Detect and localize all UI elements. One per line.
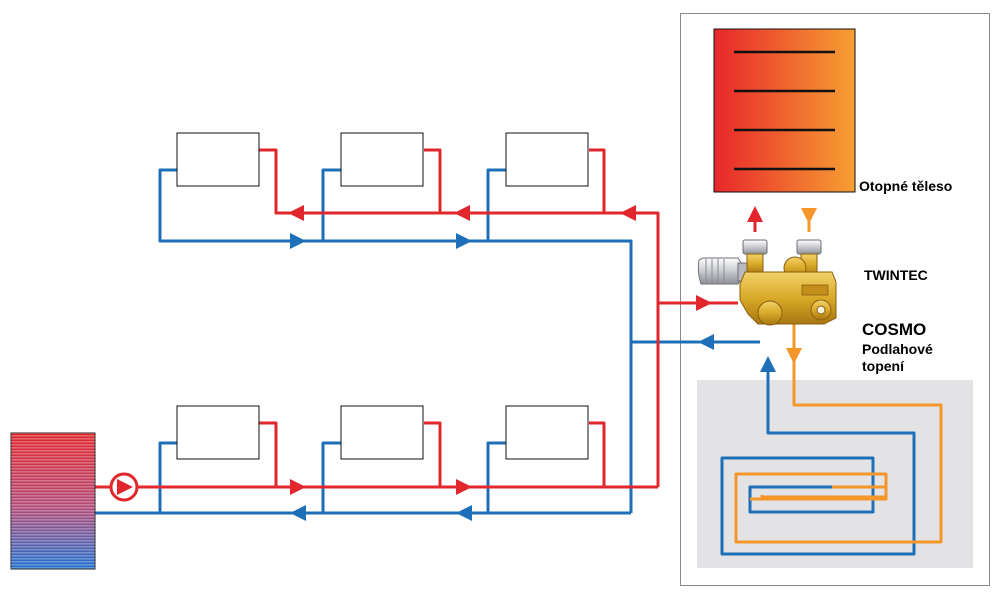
floor-coil — [750, 474, 888, 501]
flow-arrow-icon — [620, 205, 636, 221]
return-pipes — [95, 168, 916, 556]
floor-brand-label: COSMO — [862, 320, 927, 339]
flow-arrow-icon — [698, 334, 714, 350]
flow-arrow-icon — [747, 206, 763, 222]
flow-arrow-icon — [290, 233, 306, 249]
flow-arrow-icon — [456, 479, 472, 495]
flow-arrow-icon — [786, 348, 802, 364]
boiler-tank-icon — [10, 432, 96, 570]
flow-arrow-icon — [456, 505, 472, 521]
flow-arrow-icon — [801, 208, 817, 224]
flow-arrow-icon — [290, 479, 306, 495]
flow-arrow-icon — [454, 205, 470, 221]
supply-pipes — [95, 148, 757, 489]
radiators — [176, 132, 589, 460]
flow-arrows — [288, 205, 817, 521]
flow-arrow-icon — [290, 505, 306, 521]
radiator-icon — [340, 132, 424, 187]
pump-icon — [109, 472, 139, 502]
floor-label-line2: topení — [862, 358, 904, 374]
radiator-label: Otopné těleso — [859, 178, 953, 194]
flow-arrow-icon — [760, 356, 776, 372]
valve-assembly-icon — [697, 239, 837, 326]
flow-arrow-icon — [696, 295, 712, 311]
floor-label-line1: Podlahové — [862, 341, 933, 357]
radiator-icon — [340, 405, 424, 460]
valve-label: TWINTEC — [864, 267, 928, 283]
radiator-icon — [176, 405, 260, 460]
radiator-icon — [505, 132, 589, 187]
radiator-icon — [176, 132, 260, 187]
flow-arrow-icon — [456, 233, 472, 249]
radiator-icon — [505, 405, 589, 460]
flow-arrow-icon — [288, 205, 304, 221]
wall-radiator-icon — [713, 28, 856, 193]
